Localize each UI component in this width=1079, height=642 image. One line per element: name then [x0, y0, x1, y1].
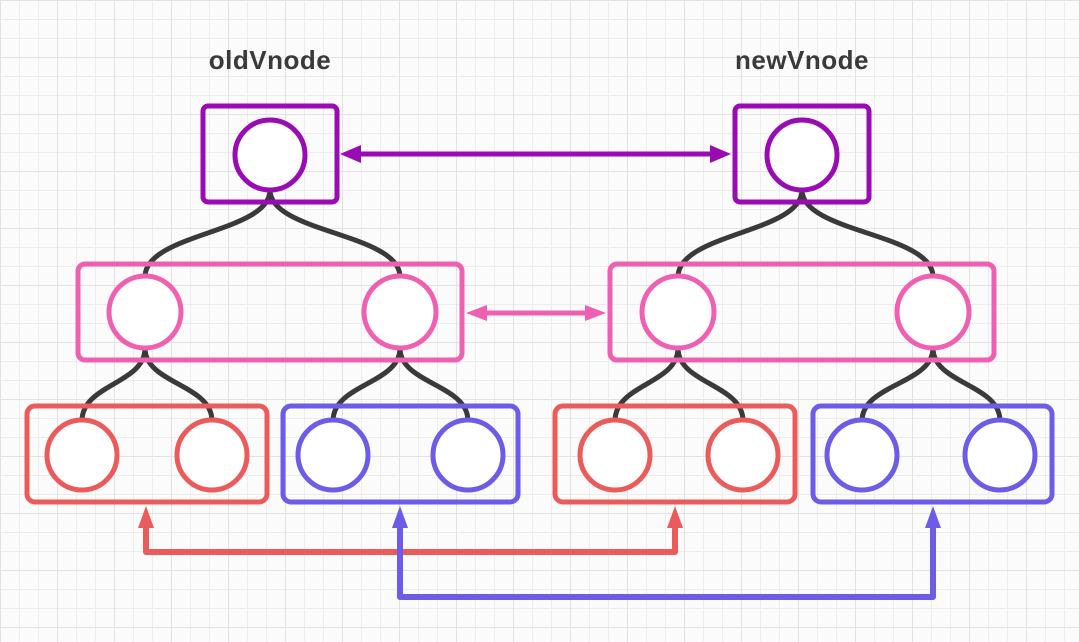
- new-root-node: [764, 117, 840, 193]
- old-root-node: [232, 117, 308, 193]
- arrowhead-up-icon: [667, 506, 683, 528]
- new-vnode-label: newVnode: [734, 45, 870, 75]
- new-children-box: [607, 261, 997, 363]
- old-children-box: [75, 261, 465, 363]
- new-root-box: [732, 103, 872, 205]
- new-blue-leaf-group: [810, 403, 1055, 505]
- new-red-leaf-node-1: [577, 417, 653, 493]
- old-red-leaf-group: [24, 403, 270, 505]
- new-blue-leaf-node-2: [962, 417, 1038, 493]
- arrowhead-up-icon: [392, 506, 408, 528]
- old-vnode-label: oldVnode: [208, 45, 332, 75]
- new-red-leaf-group: [552, 403, 798, 505]
- old-children-group: [75, 261, 465, 363]
- blue-leaf-link-arrow: [392, 506, 941, 600]
- arrowhead-left-icon: [340, 145, 361, 163]
- old-blue-leaf-node-2: [430, 417, 506, 493]
- arrowhead-up-icon: [925, 506, 941, 528]
- root-diff-arrow: [340, 145, 731, 163]
- old-red-leaf-box: [24, 403, 270, 505]
- new-red-leaf-node-2: [705, 417, 781, 493]
- old-child-node-1: [106, 273, 184, 351]
- old-root-group: [200, 103, 340, 205]
- new-child-node-2: [894, 273, 972, 351]
- tree-edges: [79, 187, 1003, 424]
- red-leaf-link-arrow: [138, 506, 683, 555]
- new-root-group: [732, 103, 872, 205]
- arrowhead-right-icon: [710, 145, 731, 163]
- new-blue-leaf-box: [810, 403, 1055, 505]
- new-blue-leaf-node-1: [824, 417, 900, 493]
- old-blue-leaf-node-1: [295, 417, 371, 493]
- arrowhead-up-icon: [138, 506, 154, 528]
- new-red-leaf-box: [552, 403, 798, 505]
- old-blue-leaf-group: [280, 403, 521, 505]
- old-blue-leaf-box: [280, 403, 521, 505]
- arrowhead-left-icon: [466, 305, 487, 321]
- new-child-node-1: [639, 273, 717, 351]
- new-children-group: [607, 261, 997, 363]
- old-root-box: [200, 103, 340, 205]
- old-red-leaf-node-1: [44, 417, 120, 493]
- old-red-leaf-node-2: [174, 417, 250, 493]
- children-diff-arrow: [466, 305, 606, 321]
- arrowhead-right-icon: [585, 305, 606, 321]
- red-leaf-link-path: [143, 523, 678, 555]
- old-child-node-2: [361, 273, 439, 351]
- blue-leaf-link-path: [397, 523, 936, 600]
